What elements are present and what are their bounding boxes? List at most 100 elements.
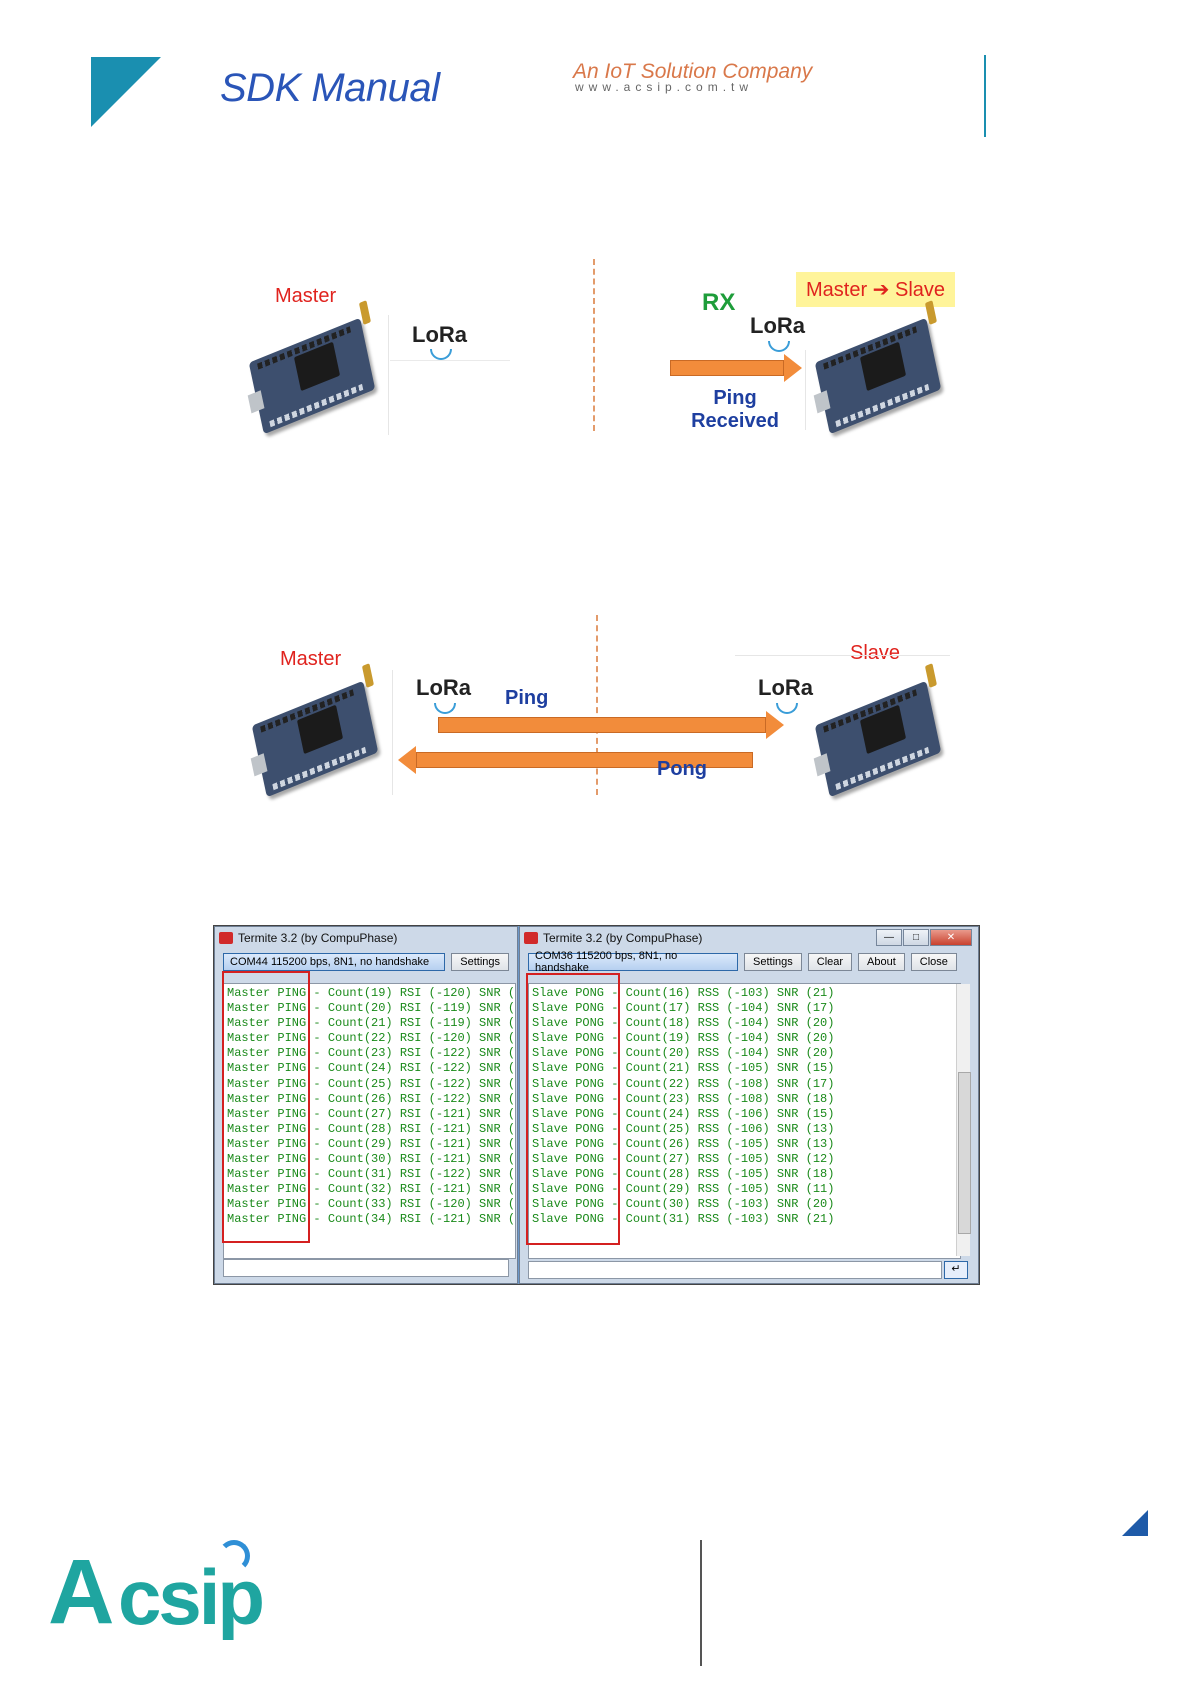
terminal-line: Slave PONG - Count(18) RSS (-104) SNR (2…: [532, 1016, 835, 1031]
master-terminal-window: Termite 3.2 (by CompuPhase) COM44 115200…: [214, 926, 518, 1284]
terminal-line: Slave PONG - Count(20) RSS (-104) SNR (2…: [532, 1046, 835, 1061]
send-input[interactable]: [223, 1259, 509, 1277]
ping-received-line1: Ping: [713, 387, 757, 409]
slave-terminal-window: Termite 3.2 (by CompuPhase) — □ ✕ COM36 …: [519, 926, 979, 1284]
terminal-line: Master PING - Count(30) RSI (-121) SNR (…: [227, 1152, 516, 1167]
enter-icon[interactable]: ↵: [944, 1261, 968, 1279]
port-settings-button[interactable]: COM44 115200 bps, 8N1, no handshake: [223, 953, 446, 971]
company-url: www.acsip.com.tw: [575, 80, 754, 94]
terminal-line: Master PING - Count(27) RSI (-121) SNR (…: [227, 1106, 516, 1121]
master-label: Master: [280, 648, 342, 670]
slave-label: Slave: [850, 642, 901, 664]
terminal-line: Slave PONG - Count(22) RSS (-108) SNR (1…: [532, 1076, 835, 1091]
window-controls: — □ ✕: [876, 929, 972, 946]
slave-board-image: [808, 663, 958, 798]
window-titlebar: Termite 3.2 (by CompuPhase): [215, 927, 517, 949]
termite-app-icon: [219, 932, 233, 944]
company-tagline: An IoT Solution Company: [573, 60, 813, 83]
acsip-logo: A csip: [48, 1540, 278, 1650]
terminal-output[interactable]: Slave PONG - Count(16) RSS (-103) SNR (2…: [528, 983, 961, 1259]
rx-label: RX: [702, 289, 736, 316]
footer-corner-triangle: [1122, 1510, 1148, 1536]
header-corner-triangle: [91, 57, 161, 127]
master-board-image: [242, 300, 392, 435]
terminal-line: Master PING - Count(26) RSI (-122) SNR (…: [227, 1091, 516, 1106]
document-title: SDK Manual: [220, 66, 440, 110]
ping-arrow: [438, 711, 784, 739]
close-window-button[interactable]: ✕: [930, 929, 972, 946]
terminal-line: Slave PONG - Count(17) RSS (-104) SNR (1…: [532, 1001, 835, 1016]
terminal-line: Slave PONG - Count(23) RSS (-108) SNR (1…: [532, 1091, 835, 1106]
port-settings-button[interactable]: COM36 115200 bps, 8N1, no handshake: [528, 950, 738, 974]
terminal-line: Master PING - Count(32) RSI (-121) SNR (…: [227, 1182, 516, 1197]
footer-divider: [700, 1540, 702, 1666]
diagram-ping-received: Master LoRa RX Master ➔ Slave LoRa Ping …: [230, 255, 960, 435]
terminal-line: Slave PONG - Count(31) RSS (-103) SNR (2…: [532, 1212, 835, 1227]
header-divider: [984, 55, 986, 137]
lora-logo: LoRa: [416, 675, 471, 714]
pong-label: Pong: [657, 758, 707, 780]
about-button[interactable]: About: [858, 953, 905, 971]
slave-board-image: [808, 300, 958, 435]
scrollbar-thumb[interactable]: [958, 1072, 971, 1234]
lora-logo: LoRa: [758, 675, 813, 714]
lora-text: LoRa: [412, 322, 467, 347]
terminal-line: Master PING - Count(20) RSI (-119) SNR (…: [227, 1001, 516, 1016]
terminal-line: Master PING - Count(25) RSI (-122) SNR (…: [227, 1076, 516, 1091]
terminal-line: Master PING - Count(23) RSI (-122) SNR (…: [227, 1046, 516, 1061]
close-button[interactable]: Close: [910, 953, 957, 971]
lora-wave-icon: [768, 341, 790, 352]
terminal-line: Master PING - Count(29) RSI (-121) SNR (…: [227, 1136, 516, 1151]
terminal-toolbar: COM44 115200 bps, 8N1, no handshake Sett…: [215, 949, 517, 975]
vertical-scrollbar[interactable]: [956, 984, 971, 1256]
terminal-line: Slave PONG - Count(28) RSS (-105) SNR (1…: [532, 1167, 835, 1182]
lora-logo: LoRa: [390, 310, 510, 361]
clear-button[interactable]: Clear: [807, 953, 853, 971]
terminal-line: Master PING - Count(33) RSI (-120) SNR (…: [227, 1197, 516, 1212]
logo-initial: A: [48, 1541, 114, 1643]
settings-button[interactable]: Settings: [744, 953, 802, 971]
lora-text: LoRa: [758, 675, 813, 700]
ping-label: Ping: [505, 687, 549, 709]
maximize-button[interactable]: □: [903, 929, 929, 946]
highlight-box: [222, 971, 310, 1243]
pong-arrow: [398, 746, 753, 774]
window-title: Termite 3.2 (by CompuPhase): [543, 931, 703, 945]
terminal-line: Slave PONG - Count(19) RSS (-104) SNR (2…: [532, 1031, 835, 1046]
ping-received-line2: Received: [691, 410, 779, 432]
lora-wave-icon: [430, 349, 452, 360]
terminal-line: Master PING - Count(34) RSI (-121) SNR (…: [227, 1212, 516, 1227]
termite-app-icon: [524, 932, 538, 944]
terminal-line: Slave PONG - Count(27) RSS (-105) SNR (1…: [532, 1152, 835, 1167]
lora-logo: LoRa: [750, 313, 805, 352]
terminal-line: Master PING - Count(28) RSI (-121) SNR (…: [227, 1121, 516, 1136]
terminal-line: Slave PONG - Count(25) RSS (-106) SNR (1…: [532, 1121, 835, 1136]
lora-text: LoRa: [416, 675, 471, 700]
wifi-wave-icon: [218, 1540, 250, 1572]
terminal-line: Master PING - Count(19) RSI (-120) SNR (…: [227, 986, 516, 1000]
terminal-line: Master PING - Count(22) RSI (-120) SNR (…: [227, 1031, 516, 1046]
terminal-line: Slave PONG - Count(24) RSS (-106) SNR (1…: [532, 1106, 835, 1121]
settings-button[interactable]: Settings: [451, 953, 509, 971]
window-titlebar: Termite 3.2 (by CompuPhase) — □ ✕: [520, 927, 978, 949]
terminal-line: Master PING - Count(21) RSI (-119) SNR (…: [227, 1016, 516, 1031]
window-title: Termite 3.2 (by CompuPhase): [238, 931, 398, 945]
master-label: Master: [275, 285, 337, 307]
terminal-toolbar: COM36 115200 bps, 8N1, no handshake Sett…: [520, 949, 978, 975]
master-board-image: [245, 663, 395, 798]
diagram-ping-pong: Master Slave LoRa LoRa Ping Pong: [230, 615, 960, 798]
terminal-line: Master PING - Count(31) RSI (-122) SNR (…: [227, 1167, 516, 1182]
terminal-line: Slave PONG - Count(30) RSS (-103) SNR (2…: [532, 1197, 835, 1212]
terminal-output[interactable]: Master PING - Count(19) RSI (-120) SNR (…: [223, 983, 516, 1259]
terminal-line: Slave PONG - Count(29) RSS (-105) SNR (1…: [532, 1182, 835, 1197]
minimize-button[interactable]: —: [876, 929, 902, 946]
ping-arrow: [670, 354, 802, 382]
highlight-box: [526, 973, 620, 1245]
terminal-line: Slave PONG - Count(21) RSS (-105) SNR (1…: [532, 1061, 835, 1076]
terminal-line: Master PING - Count(24) RSI (-122) SNR (…: [227, 1061, 516, 1076]
divider-dashed: [596, 615, 598, 795]
lora-text: LoRa: [750, 313, 805, 338]
terminal-screenshot: Termite 3.2 (by CompuPhase) COM44 115200…: [213, 925, 980, 1285]
terminal-line: Slave PONG - Count(26) RSS (-105) SNR (1…: [532, 1136, 835, 1151]
send-input[interactable]: [528, 1261, 942, 1279]
